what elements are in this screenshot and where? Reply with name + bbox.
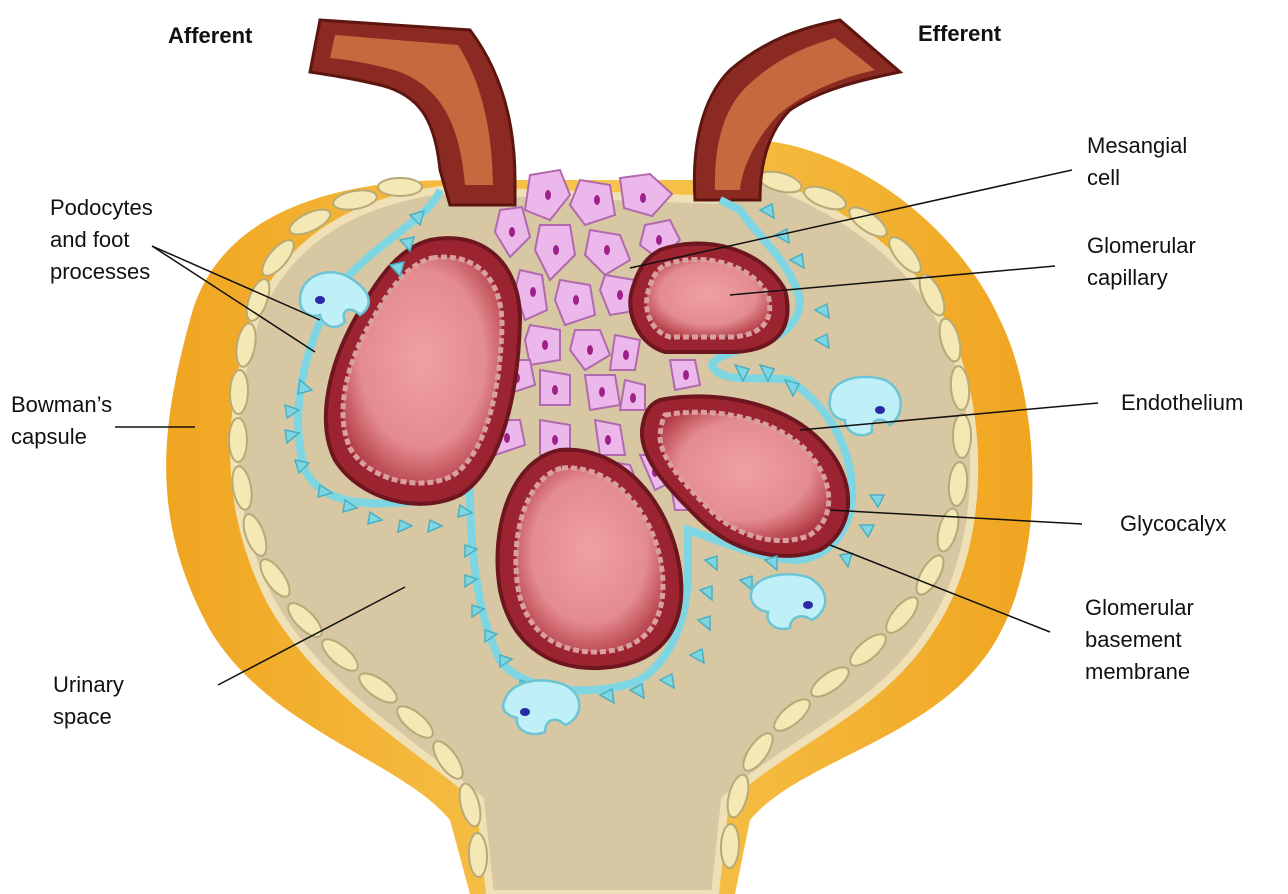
afferent-label: Afferent bbox=[168, 20, 252, 52]
glycocalyx-label: Glycocalyx bbox=[1120, 508, 1226, 540]
efferent-label: Efferent bbox=[918, 18, 1001, 50]
bowmans-capsule-label: Bowman’s capsule bbox=[11, 389, 112, 453]
gbm-label: Glomerular basement membrane bbox=[1085, 592, 1194, 688]
endothelium-label: Endothelium bbox=[1121, 387, 1243, 419]
glomerular-capillary-label: Glomerular capillary bbox=[1087, 230, 1196, 294]
mesangial-cell-label: Mesangial cell bbox=[1087, 130, 1187, 194]
urinary-space-label: Urinary space bbox=[53, 669, 124, 733]
podocytes-label: Podocytes and foot processes bbox=[50, 192, 153, 288]
